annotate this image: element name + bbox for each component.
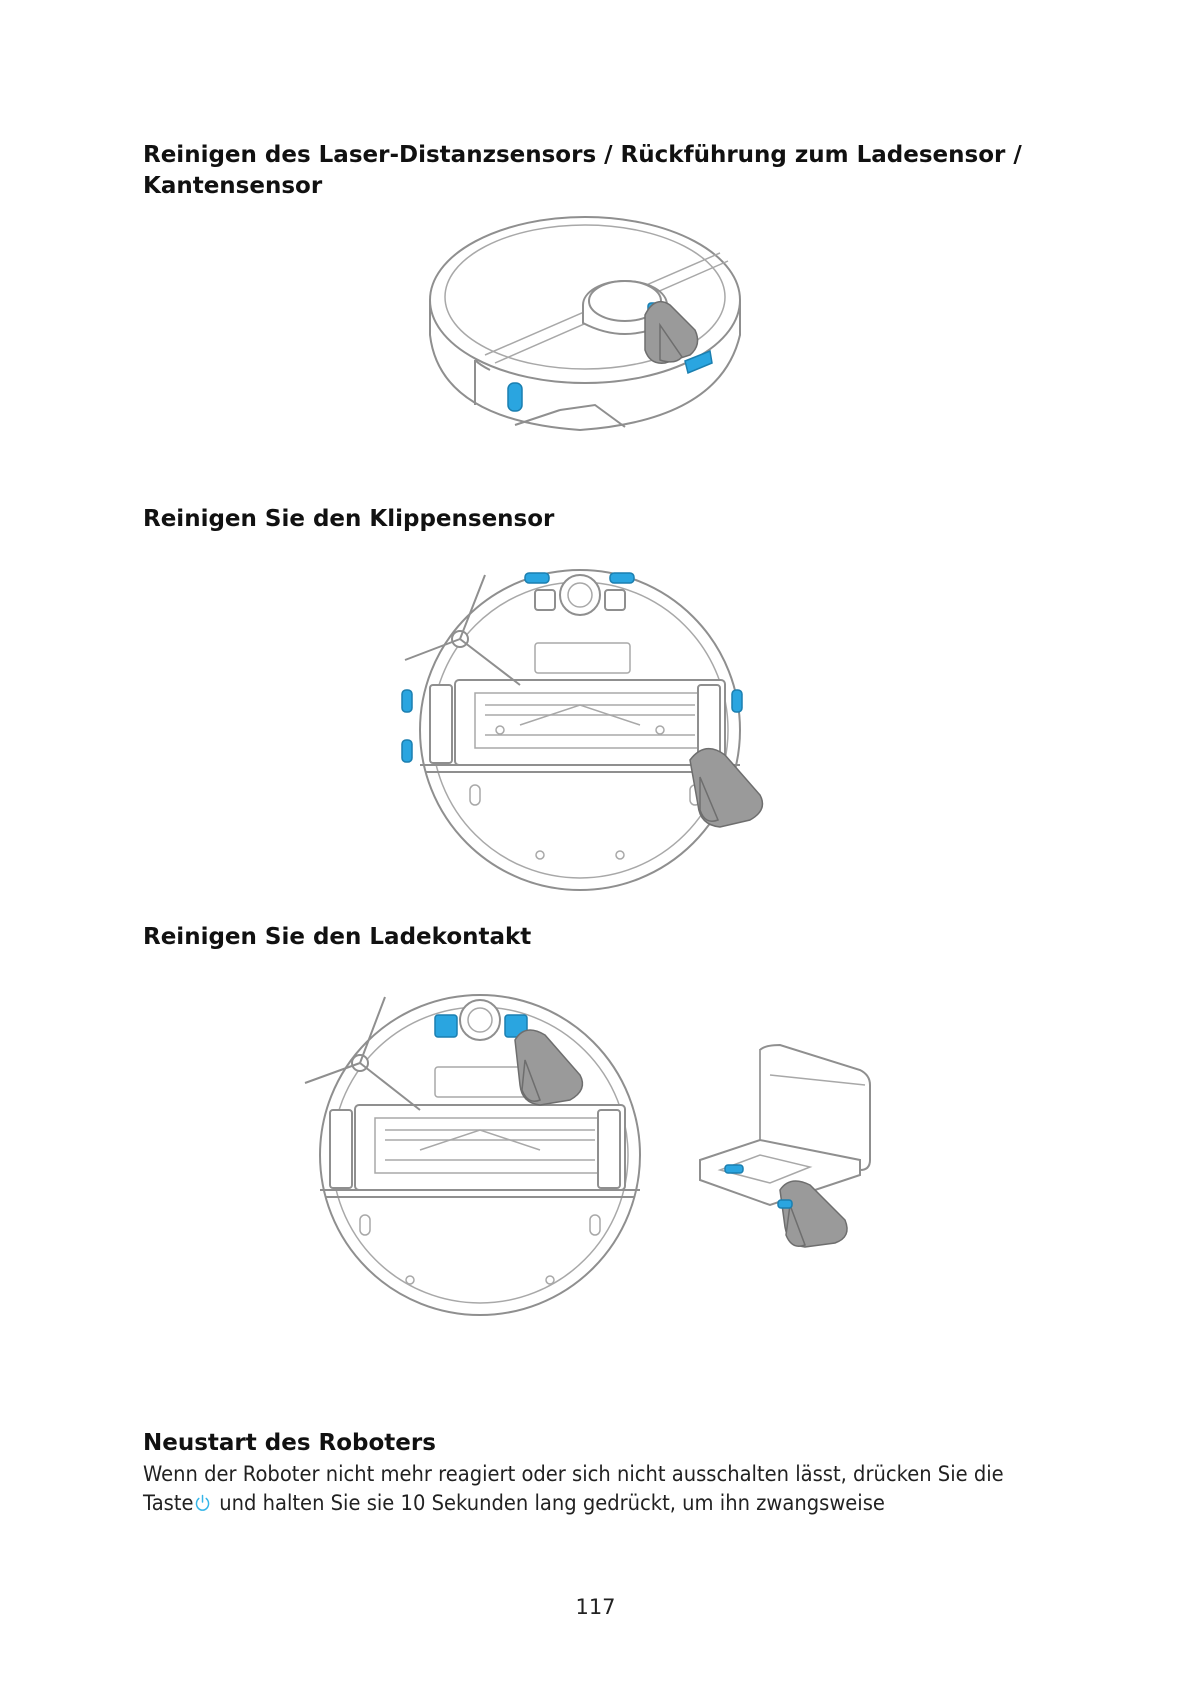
restart-line-1: Wenn der Roboter nicht mehr reagiert ode…: [143, 1462, 1004, 1486]
heading-restart: Neustart des Roboters: [143, 1430, 436, 1456]
figure-laser-sensor-cleaning: [429, 216, 741, 432]
figure-charging-contact-cleaning: [304, 994, 871, 1316]
heading-charging-contact: Reinigen Sie den Ladekontakt: [143, 924, 532, 950]
restart-paragraph: Wenn der Roboter nicht mehr reagiert ode…: [143, 1460, 1008, 1518]
heading-laser-sensor: Reinigen des Laser-Distanzsensors / Rück…: [143, 142, 1022, 199]
restart-line-2-start: Taste: [143, 1491, 194, 1515]
heading-cliff-sensor: Reinigen Sie den Klippensensor: [143, 506, 555, 532]
restart-line-2-end: und halten Sie sie 10 Sekunden lang gedr…: [213, 1491, 885, 1515]
page-number: 117: [575, 1595, 616, 1619]
figure-cliff-sensor-cleaning: [401, 569, 764, 891]
power-icon: [196, 1494, 210, 1511]
